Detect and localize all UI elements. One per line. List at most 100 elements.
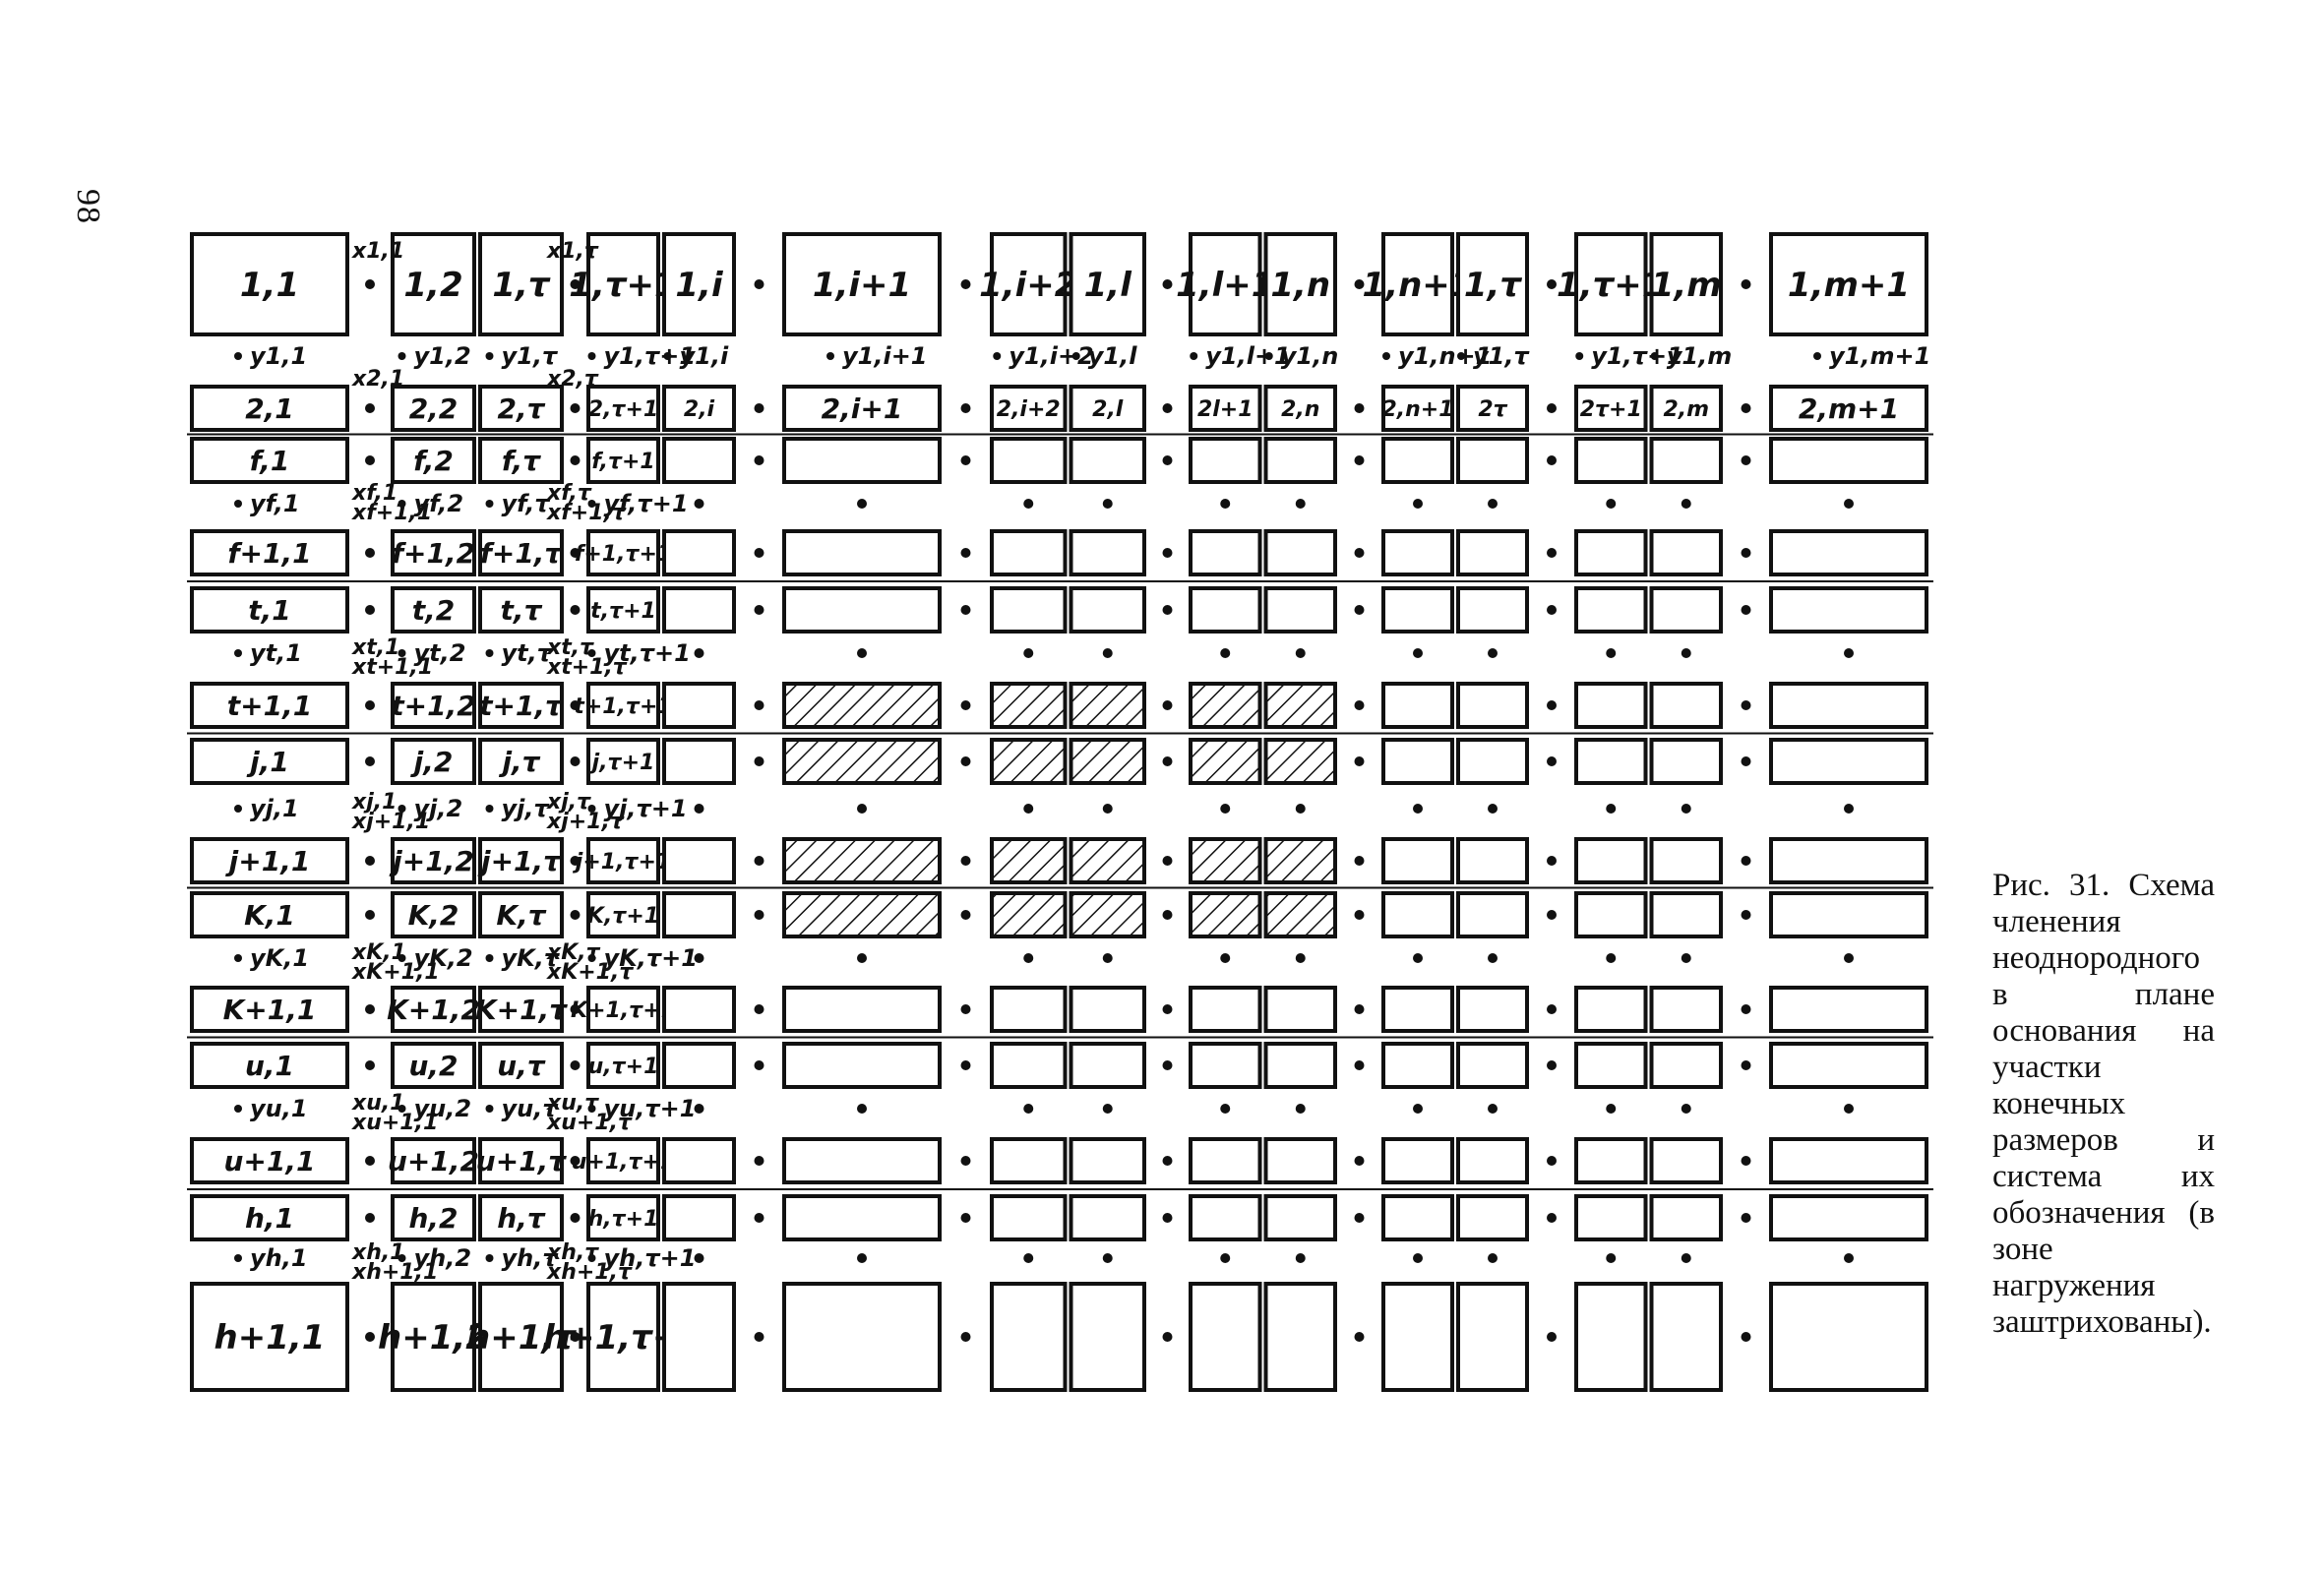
node-dot [570,1060,581,1070]
x-label: xu+1,τ [546,1111,633,1135]
node-dot [960,1332,971,1342]
node-dot [1162,1060,1173,1070]
y-label: y1,i+2 [1009,342,1094,370]
cell-label: K,2 [408,899,459,932]
node-dot [960,403,971,413]
node-dot [1741,403,1751,413]
y-node-dot [398,1254,406,1262]
y-label: y1,i [680,342,729,370]
node-dot [754,700,764,710]
node-dot [1295,953,1306,963]
cell-label: t+1,2 [391,690,475,722]
x-label: xt,1 [351,635,399,660]
node-dot [1162,1004,1173,1014]
cell [478,232,564,336]
cell [1574,437,1648,484]
node-dot [960,1004,971,1014]
cell-label: u+1,τ+1 [572,1150,676,1175]
x-label: xf+1,τ [546,501,627,525]
cell [1649,586,1723,634]
y-label: yj,1 [250,795,299,822]
cell [586,232,660,336]
cell [1381,837,1454,884]
cell-label: t+1,1 [227,690,312,722]
node-dot [1023,1104,1034,1114]
node-dot [754,856,764,866]
cell [391,986,476,1033]
node-dot [857,648,867,658]
cell [1574,586,1648,634]
cell [1456,986,1529,1033]
cell [478,1194,564,1241]
node-dot [754,1004,764,1014]
cell [1649,232,1723,336]
cell [1769,837,1928,884]
cell [1381,586,1454,634]
cell [1456,385,1529,432]
figure-caption: Рис. 31. Схема членения неоднородного в … [1992,868,2215,1340]
cell [586,738,660,785]
node-dot [1741,910,1751,920]
cell [1381,385,1454,432]
cell-label: t,τ [501,594,543,627]
cell [1769,986,1928,1033]
node-dot [694,499,704,509]
node-dot [1023,953,1034,963]
node-dot [1488,499,1498,509]
cell [1069,232,1146,336]
y-node-dot [234,500,242,508]
y-node-dot [587,500,596,508]
node-dot [1741,1156,1751,1166]
cell-label: 1,τ [492,266,551,305]
y-node-dot [398,1105,406,1113]
node-dot [365,605,375,615]
cell-label: 1,2 [403,266,462,305]
node-dot [1547,1060,1557,1070]
node-dot [960,279,971,289]
node-dot [1023,804,1034,814]
y-node-dot [485,805,494,813]
y-label: y1,n+1 [1398,342,1492,370]
y-label: yf,τ+1 [604,490,689,517]
cell [190,1282,349,1392]
cell [662,232,736,336]
y-node-dot [234,649,242,657]
cell [1381,1042,1454,1089]
cell [1189,986,1262,1033]
node-dot [1488,1253,1498,1263]
cell [1456,738,1529,785]
node-dot [857,953,867,963]
cell-label: f,τ+1 [591,450,655,474]
node-dot [754,756,764,766]
node-dot [365,756,375,766]
node-dot [960,700,971,710]
x-label: xf+1,1 [351,501,432,525]
node-dot [1547,756,1557,766]
cell [1263,1194,1337,1241]
y-node-dot [398,805,406,813]
cell-label: f+1,1 [227,537,311,570]
node-dot [1488,1104,1498,1114]
y-label: y1,n [1281,342,1339,370]
cell-label: u+1,τ [476,1145,568,1177]
node-dot [857,1104,867,1114]
y-node-dot [1190,352,1198,360]
cell [1649,1282,1723,1392]
node-dot [1488,953,1498,963]
cell-label: t,1 [248,594,291,627]
cell [1263,738,1337,785]
cell-label: 1,1 [240,266,299,305]
x-label: xu,τ [546,1091,599,1116]
cell [1263,232,1337,336]
cell-label: t,2 [412,594,456,627]
node-dot [1162,548,1173,558]
cell [190,1194,349,1241]
node-dot [365,455,375,465]
cell [1189,891,1262,938]
cell [586,986,660,1033]
node-dot [570,548,581,558]
cell [1069,529,1146,576]
cell [1769,891,1928,938]
cell [990,529,1068,576]
node-dot [1162,455,1173,465]
